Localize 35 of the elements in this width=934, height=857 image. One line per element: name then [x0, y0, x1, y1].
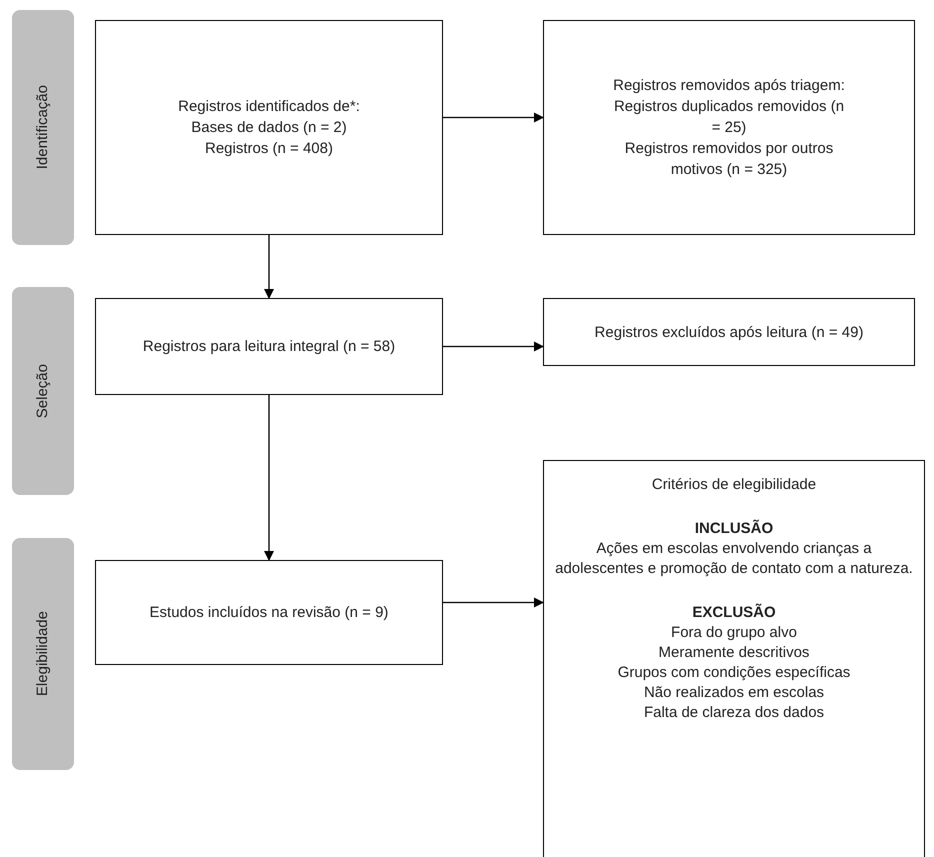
arrow — [443, 598, 544, 608]
box-text: Bases de dados (n = 2) — [191, 118, 347, 138]
box-text: Registros identificados de*: — [178, 97, 360, 117]
box-text: Estudos incluídos na revisão (n = 9) — [150, 603, 388, 623]
arrow — [264, 235, 274, 299]
process-box — [543, 298, 915, 366]
criteria-text: Fora do grupo alvo — [671, 623, 797, 643]
phase-label: Elegibilidade — [32, 611, 52, 697]
phase-label: Seleção — [32, 364, 52, 418]
process-box — [543, 460, 925, 857]
box-title: Critérios de elegibilidade — [652, 475, 816, 495]
process-box — [95, 20, 443, 235]
phase-label: Identificação — [32, 85, 52, 170]
box-text: Registros excluídos após leitura (n = 49) — [594, 322, 864, 342]
box-text: Registros para leitura integral (n = 58) — [142, 337, 396, 357]
arrow — [443, 112, 544, 122]
arrow — [443, 342, 544, 352]
phase-band — [12, 287, 74, 495]
process-box — [543, 20, 915, 235]
box-text: Registros removidos por outros motivos (n = 325) — [624, 139, 834, 180]
box-text: Registros removidos após triagem: — [613, 76, 845, 96]
phase-band — [12, 538, 74, 770]
section-heading: INCLUSÃO — [694, 519, 774, 539]
box-text: Registros (n = 408) — [205, 139, 333, 159]
box-text: Registros duplicados removidos (n = 25) — [612, 97, 846, 138]
phase-band — [12, 10, 74, 245]
section-heading: EXCLUSÃO — [692, 603, 776, 623]
criteria-text: Meramente descritivos — [658, 643, 810, 663]
criteria-text: Ações em escolas envolvendo crianças a adolescentes e promoção de contato com a natureza. — [554, 539, 914, 579]
arrow — [264, 395, 274, 561]
criteria-text: Falta de clareza dos dados — [644, 703, 824, 723]
process-box — [95, 298, 443, 395]
criteria-text: Grupos com condições específicas — [618, 663, 850, 683]
process-box — [95, 560, 443, 665]
criteria-text: Não realizados em escolas — [644, 683, 824, 703]
